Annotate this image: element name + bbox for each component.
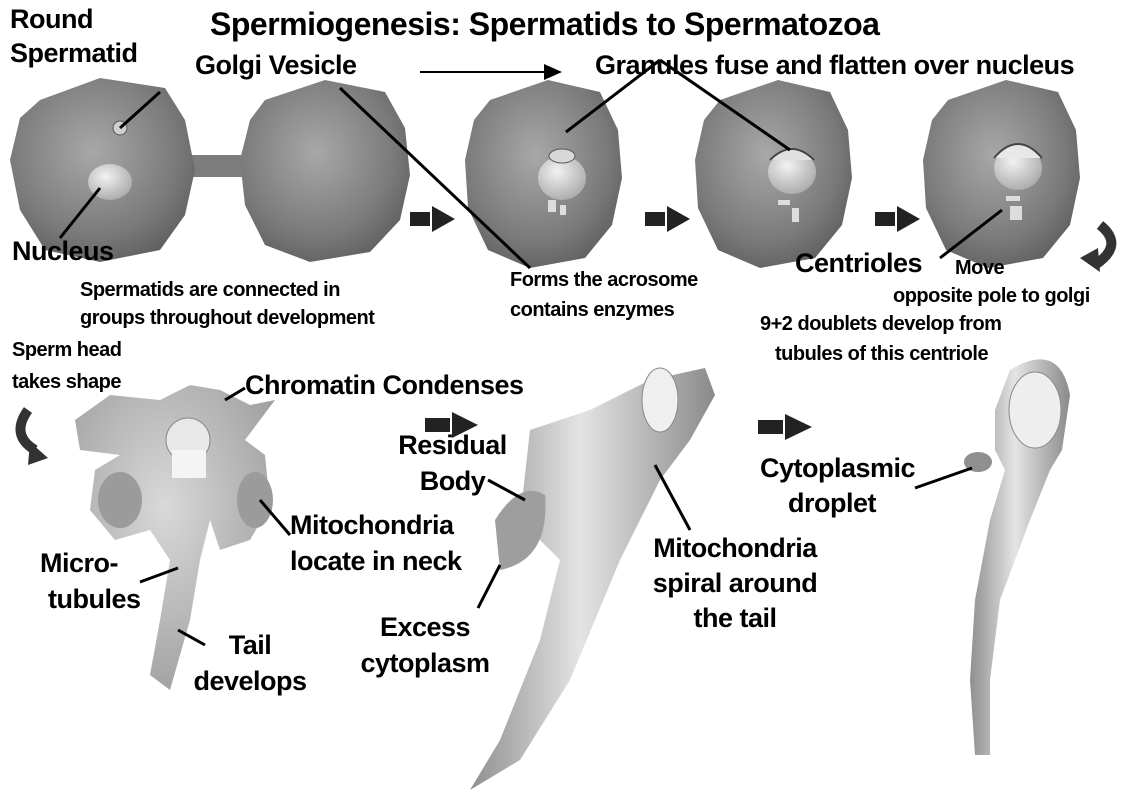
label-forms-acrosome-1: Forms the acrosome — [510, 270, 698, 290]
label-excess-2: cytoplasm — [350, 650, 500, 677]
label-mito-spiral-2: spiral around — [630, 570, 840, 597]
label-round-spermatid-2: Spermatid — [10, 40, 138, 67]
label-mito-spiral-1: Mitochondria — [630, 535, 840, 562]
label-mito-neck-2: locate in neck — [290, 548, 462, 575]
label-granules-fuse: Granules fuse and flatten over nucleus — [595, 52, 1074, 79]
label-nucleus: Nucleus — [12, 238, 114, 265]
label-move-1: Move — [955, 258, 1004, 278]
label-mito-neck-1: Mitochondria — [290, 512, 454, 539]
label-doublets-2: tubules of this centriole — [775, 344, 988, 364]
label-tail-1: Tail — [190, 632, 310, 659]
label-forms-acrosome-2: contains enzymes — [510, 300, 674, 320]
label-spermatids-connected-1: Spermatids are connected in — [80, 280, 340, 300]
label-cyto-droplet-2: droplet — [788, 490, 876, 517]
block-arrow-3 — [875, 206, 920, 232]
label-round-spermatid-1: Round — [10, 6, 93, 33]
block-arrow-1 — [410, 206, 455, 232]
label-chromatin: Chromatin Condenses — [245, 372, 524, 399]
label-golgi-vesicle: Golgi Vesicle — [195, 52, 357, 79]
label-sperm-head-2: takes shape — [12, 372, 121, 392]
block-arrow-5 — [758, 414, 812, 440]
label-sperm-head-1: Sperm head — [12, 340, 121, 360]
curved-arrow-left — [20, 410, 48, 465]
label-mito-spiral-3: the tail — [630, 605, 840, 632]
label-residual-body-1: Residual — [385, 432, 520, 459]
diagram-title: Spermiogenesis: Spermatids to Spermatozo… — [210, 8, 879, 40]
label-spermatids-connected-2: groups throughout development — [80, 308, 374, 328]
label-centrioles: Centrioles — [795, 250, 922, 277]
block-arrow-2 — [645, 206, 690, 232]
label-residual-body-2: Body — [385, 468, 520, 495]
curved-arrow-right — [1080, 225, 1111, 272]
label-tail-2: develops — [190, 668, 310, 695]
spermatozoon — [964, 359, 1070, 755]
label-microtubules-2: tubules — [48, 586, 141, 613]
label-cyto-droplet-1: Cytoplasmic — [760, 455, 915, 482]
label-doublets-1: 9+2 doublets develop from — [760, 314, 1001, 334]
label-move-2: opposite pole to golgi — [893, 286, 1090, 306]
spermatid-cell-2 — [240, 80, 410, 262]
connected-spermatids — [10, 78, 410, 262]
label-excess-1: Excess — [350, 614, 500, 641]
spermatid-stage-4 — [923, 80, 1080, 268]
spermatid-stage-3 — [695, 80, 852, 268]
label-microtubules-1: Micro- — [40, 550, 118, 577]
